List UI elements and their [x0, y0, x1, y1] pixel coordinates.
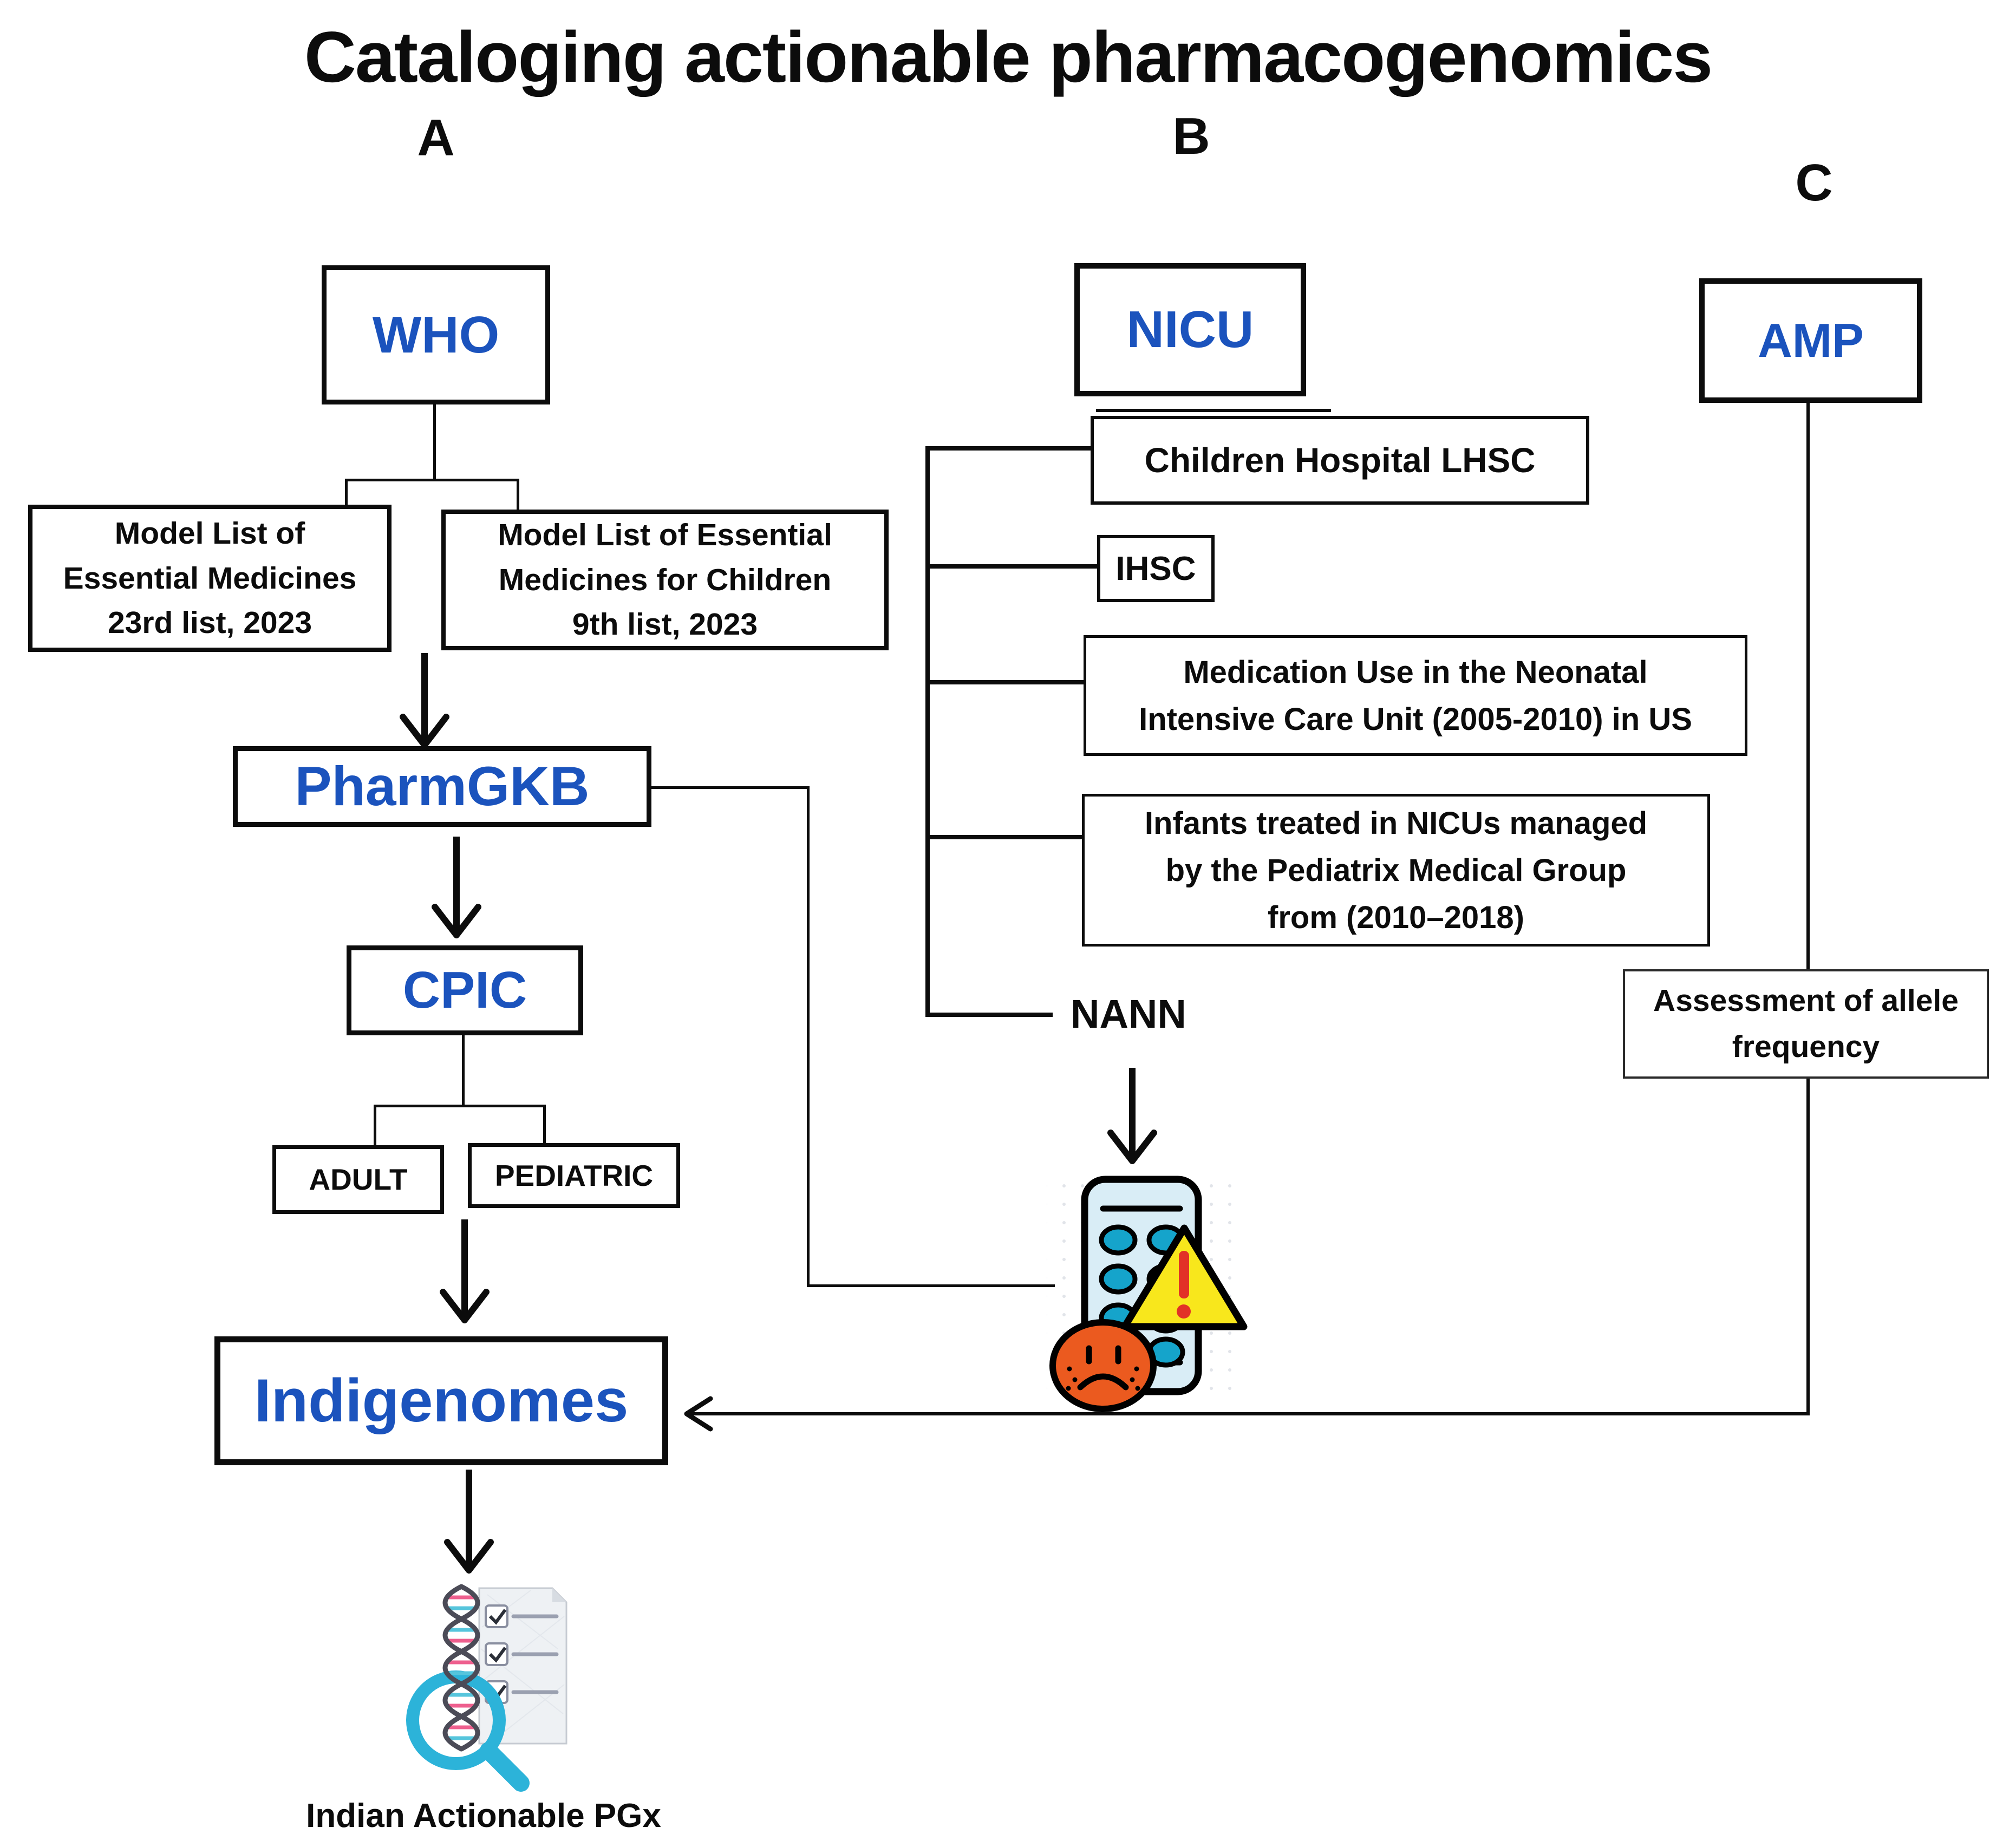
eml-children-line: Model List of Essential [498, 518, 832, 553]
eml-adult-node: Model List of Essential Medicines 23rd l… [28, 505, 392, 652]
result-label: Indian Actionable PGx [306, 1797, 661, 1834]
pharmgkb-route-vertical [807, 786, 810, 1287]
indigenomes-node: Indigenomes [214, 1336, 668, 1465]
connector-nann [925, 1013, 1053, 1017]
ihsc-label: IHSC [1115, 550, 1196, 588]
section-label-c: C [1795, 154, 1833, 212]
who-node: WHO [322, 265, 550, 404]
section-label-b: B [1172, 107, 1210, 165]
children-hospital-label: Children Hospital LHSC [1144, 441, 1536, 480]
nicu-label: NICU [1126, 301, 1254, 358]
dna-icon [442, 1584, 480, 1752]
amp-node: AMP [1699, 278, 1922, 403]
page-title: Cataloging actionable pharmacogenomics [304, 17, 1713, 97]
arrow-to-indigenomes [440, 1219, 490, 1323]
connector-who-bar [345, 479, 519, 481]
infants-nicus-line: Infants treated in NICUs managed [1144, 805, 1648, 841]
arrow-to-pharmgkb [400, 653, 449, 748]
eml-children-line: 9th list, 2023 [572, 607, 758, 642]
adult-node: ADULT [272, 1145, 444, 1214]
arrow-amp-to-indigenomes [684, 1396, 1810, 1432]
nicu-node: NICU [1074, 263, 1306, 396]
eml-adult-line: Model List of [114, 516, 305, 551]
connector-who-right-stub [517, 479, 519, 511]
ihsc-node: IHSC [1097, 535, 1215, 602]
eml-adult-line: Essential Medicines [63, 560, 357, 596]
assessment-node: Assessment of allele frequency [1623, 969, 1989, 1079]
children-hospital-node: Children Hospital LHSC [1091, 416, 1589, 505]
eml-adult-line: 23rd list, 2023 [107, 605, 312, 641]
arrow-to-result [444, 1470, 494, 1574]
amp-route-vertical [1806, 402, 1810, 1414]
infants-nicus-line: from (2010–2018) [1268, 899, 1524, 935]
pharmgkb-route-to-icon [807, 1284, 1055, 1287]
section-label-a: A [417, 109, 455, 167]
eml-children-line: Medicines for Children [498, 562, 832, 597]
infants-nicus-node: Infants treated in NICUs managed by the … [1082, 794, 1710, 947]
medication-use-line: Intensive Care Unit (2005-2010) in US [1139, 701, 1692, 737]
connector-cpic-right-stub [543, 1105, 546, 1144]
connector-cpic-bar [374, 1105, 546, 1107]
connector-cpic-stem [462, 1035, 465, 1106]
connector-who-left-stub [345, 479, 348, 506]
pharmgkb-label: PharmGKB [295, 755, 590, 817]
bracket-vertical [925, 446, 930, 1017]
arrow-to-cpic [432, 837, 481, 938]
connector-who-stem [433, 404, 436, 480]
nann-node: NANN [1071, 991, 1186, 1036]
connector-medication [925, 680, 1085, 684]
connector-cpic-left-stub [374, 1105, 376, 1146]
connector-infants [925, 835, 1084, 839]
connector-children [925, 446, 1092, 451]
medication-use-line: Medication Use in the Neonatal [1183, 654, 1648, 690]
cpic-node: CPIC [347, 945, 583, 1035]
connector-ihsc [925, 564, 1099, 569]
pgx-search-icon [406, 1584, 567, 1792]
pharmgkb-node: PharmGKB [233, 746, 651, 827]
who-label: WHO [372, 305, 500, 364]
eml-children-node: Model List of Essential Medicines for Ch… [441, 510, 889, 650]
magnifier-icon [406, 1670, 506, 1770]
assessment-line: Assessment of allele [1653, 983, 1959, 1018]
pediatric-node: PEDIATRIC [468, 1143, 680, 1208]
indigenomes-label: Indigenomes [254, 1367, 629, 1434]
pharmgkb-route-horizontal [651, 786, 810, 789]
amp-label: AMP [1758, 314, 1864, 367]
arrow-to-adverse-icon [1107, 1068, 1157, 1164]
infants-nicus-line: by the Pediatrix Medical Group [1165, 852, 1627, 888]
cpic-label: CPIC [402, 961, 527, 1019]
nicu-underline [1096, 409, 1331, 412]
pediatric-label: PEDIATRIC [494, 1158, 654, 1192]
assessment-line: frequency [1732, 1029, 1880, 1064]
nann-label: NANN [1071, 991, 1186, 1036]
adult-label: ADULT [309, 1163, 408, 1197]
adverse-drug-event-icon [1047, 1172, 1248, 1412]
medication-use-node: Medication Use in the Neonatal Intensive… [1084, 635, 1747, 756]
